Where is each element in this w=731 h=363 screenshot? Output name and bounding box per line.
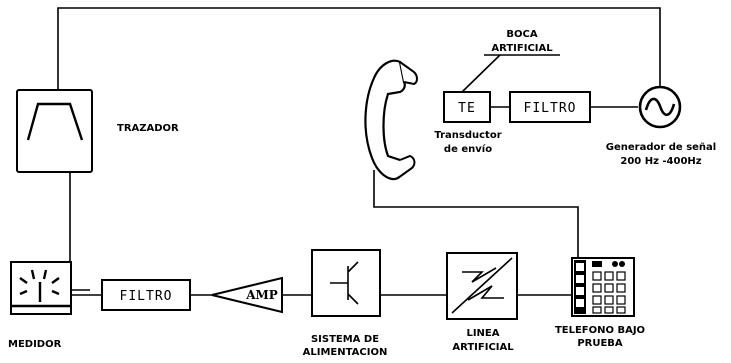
transductor-label-line2: de envío: [444, 143, 492, 155]
filtro-bottom-label: FILTRO: [120, 289, 173, 304]
linea-label-line2: ARTIFICIAL: [452, 342, 514, 353]
sistema-label-line2: ALIMENTACION: [303, 347, 388, 358]
generador-label-line1: Generador de señal: [606, 142, 716, 153]
te-label: TE: [458, 101, 476, 116]
filtro-top-label: FILTRO: [524, 101, 577, 116]
boca-label-line1: BOCA: [506, 29, 537, 40]
boca-pointer-line: [461, 54, 501, 93]
sistema-label-line1: SISTEMA DE: [311, 334, 379, 345]
sine-wave-icon: [644, 97, 676, 117]
keypad-icon: [592, 271, 626, 314]
telefono-bajo-prueba: [571, 257, 635, 317]
wire-handset-cord: [373, 170, 579, 258]
medidor-label: MEDIDOR: [8, 339, 62, 350]
meter-needle-icon: [19, 269, 60, 302]
filtro-bottom-box: [101, 279, 191, 311]
transductor-label-line1: Transductor: [434, 130, 501, 141]
wire-trazador-down: [69, 172, 90, 291]
amp-label: AMP: [245, 288, 278, 302]
linea-label-line1: LINEA: [466, 328, 499, 339]
te-box: [443, 91, 491, 123]
medidor-meter: [10, 261, 72, 315]
telefono-label-line2: PRUEBA: [577, 338, 623, 349]
trazador-trace: [26, 102, 84, 141]
wire-top-loop: [57, 7, 661, 92]
generador-label-line2: 200 Hz -400Hz: [620, 156, 701, 167]
handset-icon: [364, 59, 418, 181]
sistema-alimentacion-box: [311, 249, 381, 317]
signal-generator: [638, 85, 682, 129]
trazador-plotter: [16, 89, 93, 173]
filtro-top-box: [509, 91, 591, 123]
linea-artificial-box: [446, 252, 518, 320]
trazador-label: TRAZADOR: [117, 123, 179, 134]
telefono-label-line1: TELEFONO BAJO: [555, 325, 645, 336]
amp-triangle: [211, 276, 283, 314]
boca-label-line2: ARTIFICIAL: [491, 43, 553, 54]
wires: [57, 7, 661, 296]
